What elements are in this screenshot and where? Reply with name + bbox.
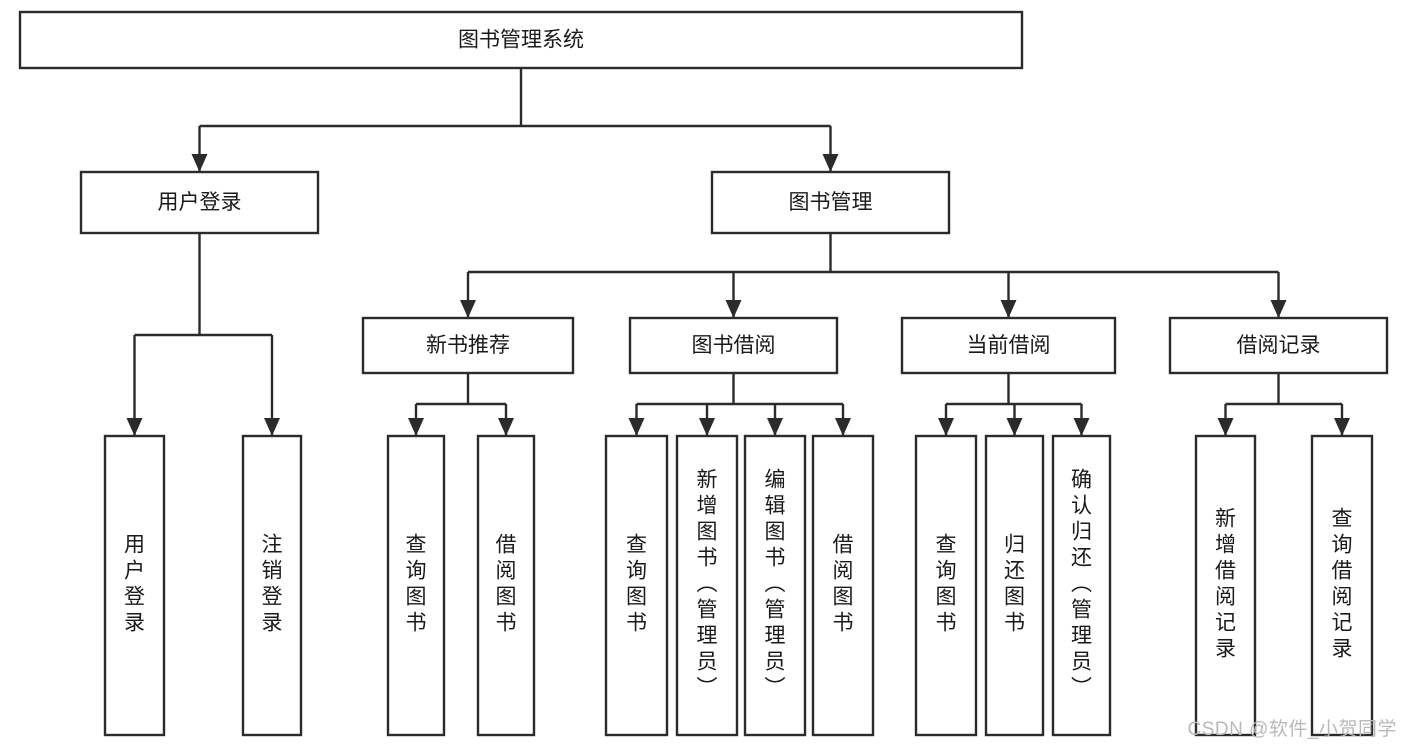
- node-box: [103, 434, 166, 737]
- node-label: 借阅记录: [1237, 334, 1321, 357]
- node-leaf-borrow-book-1[interactable]: 借阅图书: [476, 434, 536, 737]
- arrow-head-icon: [767, 418, 783, 436]
- node-leaf-query-book-3[interactable]: 查询图书: [914, 434, 978, 737]
- node-box: [18, 10, 1024, 70]
- node-label: 查询图书: [406, 534, 427, 635]
- node-box: [984, 434, 1045, 737]
- arrow-head-icon: [1270, 300, 1287, 318]
- node-label: 编辑图书︵管理员︶: [765, 469, 786, 700]
- node-label: 图书管理系统: [458, 29, 584, 52]
- connector-layer: [126, 68, 1350, 436]
- node-label: 用户登录: [158, 191, 242, 214]
- node-label: 用户登录: [124, 534, 145, 635]
- node-root[interactable]: 图书管理系统: [18, 10, 1024, 70]
- node-box: [79, 170, 320, 235]
- node-label: 图书管理: [789, 191, 873, 214]
- node-label: 归还图书: [1004, 534, 1025, 635]
- node-label: 新增借阅记录: [1215, 508, 1236, 661]
- node-user-login[interactable]: 用户登录: [79, 170, 320, 235]
- node-new-book-recommend[interactable]: 新书推荐: [361, 316, 575, 375]
- node-box: [476, 434, 536, 737]
- node-leaf-query-book-2[interactable]: 查询图书: [604, 434, 669, 737]
- arrow-head-icon: [460, 300, 476, 318]
- node-box: [628, 316, 839, 375]
- node-leaf-query-book-1[interactable]: 查询图书: [386, 434, 446, 737]
- arrow-head-icon: [1217, 418, 1234, 436]
- node-leaf-edit-book[interactable]: 编辑图书︵管理员︶: [743, 434, 807, 737]
- arrow-head-icon: [1073, 418, 1090, 436]
- node-book-borrow[interactable]: 图书借阅: [628, 316, 839, 375]
- node-label: 查询图书: [626, 534, 647, 635]
- node-current-borrow[interactable]: 当前借阅: [900, 316, 1117, 375]
- node-box: [1051, 434, 1112, 737]
- node-leaf-add-record[interactable]: 新增借阅记录: [1194, 434, 1257, 737]
- arrow-head-icon: [699, 418, 715, 436]
- node-label: 查询借阅记录: [1332, 508, 1353, 661]
- node-label: 新增图书︵管理员︶: [697, 469, 718, 700]
- arrow-head-icon: [191, 154, 208, 172]
- node-box: [675, 434, 739, 737]
- arrow-head-icon: [938, 418, 954, 436]
- node-box: [604, 434, 669, 737]
- node-box: [811, 434, 875, 737]
- node-label: 图书借阅: [692, 334, 776, 357]
- arrow-head-icon: [1334, 418, 1350, 436]
- node-borrow-record[interactable]: 借阅记录: [1168, 316, 1389, 375]
- arrow-head-icon: [628, 418, 645, 436]
- node-label: 当前借阅: [967, 334, 1051, 357]
- arrow-head-icon: [1000, 300, 1017, 318]
- node-box: [241, 434, 303, 737]
- node-box: [361, 316, 575, 375]
- node-book-manage[interactable]: 图书管理: [710, 170, 951, 235]
- node-leaf-borrow-book-2[interactable]: 借阅图书: [811, 434, 875, 737]
- arrow-head-icon: [408, 418, 424, 436]
- arrow-head-icon: [264, 418, 280, 436]
- node-leaf-query-record[interactable]: 查询借阅记录: [1310, 434, 1374, 737]
- node-label: 注销登录: [262, 534, 283, 635]
- node-box: [914, 434, 978, 737]
- node-layer: 图书管理系统用户登录图书管理新书推荐图书借阅当前借阅借阅记录用户登录注销登录查询…: [18, 10, 1389, 737]
- node-label: 确认归还︵管理员︶: [1071, 469, 1092, 700]
- node-box: [900, 316, 1117, 375]
- watermark-text: CSDN @软件_小贺同学: [1187, 719, 1397, 740]
- node-leaf-return-book[interactable]: 归还图书: [984, 434, 1045, 737]
- arrow-head-icon: [725, 300, 742, 318]
- arrow-head-icon: [126, 418, 143, 436]
- node-label: 查询图书: [936, 534, 957, 635]
- node-box: [1194, 434, 1257, 737]
- arrow-head-icon: [1006, 418, 1023, 436]
- node-leaf-add-book[interactable]: 新增图书︵管理员︶: [675, 434, 739, 737]
- node-label: 借阅图书: [496, 534, 517, 635]
- node-box: [1168, 316, 1389, 375]
- arrow-head-icon: [822, 154, 839, 172]
- node-box: [386, 434, 446, 737]
- node-box: [1310, 434, 1374, 737]
- node-label: 借阅图书: [833, 534, 854, 635]
- node-box: [743, 434, 807, 737]
- node-label: 新书推荐: [426, 334, 510, 357]
- node-leaf-user-login[interactable]: 用户登录: [103, 434, 166, 737]
- node-leaf-confirm-return[interactable]: 确认归还︵管理员︶: [1051, 434, 1112, 737]
- node-leaf-logout[interactable]: 注销登录: [241, 434, 303, 737]
- node-box: [710, 170, 951, 235]
- arrow-head-icon: [835, 418, 851, 436]
- arrow-head-icon: [498, 418, 514, 436]
